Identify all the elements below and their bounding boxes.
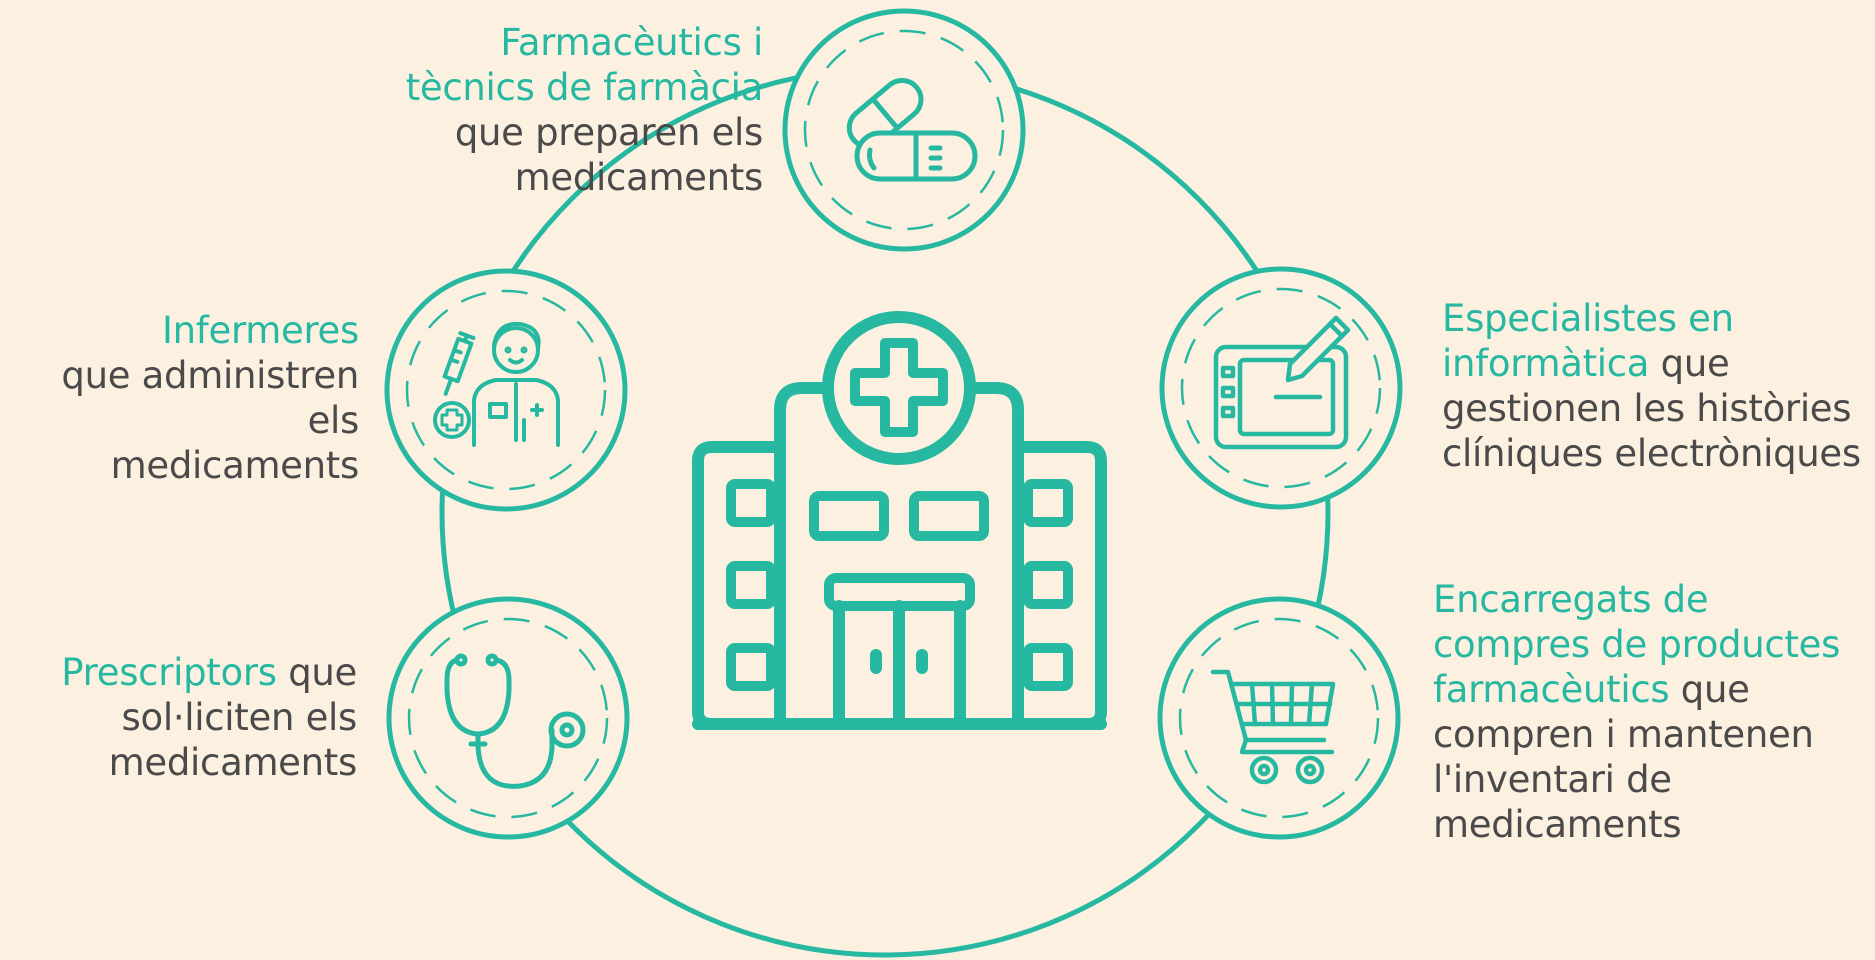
tablet-pen-icon	[1213, 315, 1351, 450]
label-it-text-2: clíniques electròniques	[1442, 432, 1861, 475]
label-prescribers-connector: que	[276, 651, 357, 694]
label-purchasing-line-3: farmacèutics que	[1433, 667, 1840, 712]
label-it-title-1: Especialistes en	[1442, 297, 1734, 340]
label-nurses: Infermeres que administren els medicamen…	[0, 308, 359, 488]
label-pharmacists: Farmacèutics i tècnics de farmàcia que p…	[405, 20, 764, 200]
label-it-text-1: gestionen les històries	[1442, 387, 1852, 430]
label-purchasing-connector: que	[1669, 668, 1750, 711]
label-it-line-2: informàtica que	[1442, 341, 1861, 386]
label-prescribers-title: Prescriptors	[61, 651, 277, 694]
label-nurses-text-1: que administren els	[61, 354, 359, 442]
label-pharmacists-title-1: Farmacèutics i	[500, 21, 763, 64]
label-purchasing: Encarregats de compres de productes farm…	[1433, 577, 1840, 847]
label-purchasing-text-1: compren i mantenen	[1433, 713, 1814, 756]
nurse-icon	[433, 321, 560, 447]
label-purchasing-text-2: l'inventari de	[1433, 758, 1672, 801]
shopping-cart-icon	[1210, 669, 1336, 785]
label-it-specialists: Especialistes en informàtica que gestion…	[1442, 296, 1861, 476]
label-pharmacists-title-2: tècnics de farmàcia	[405, 66, 764, 109]
label-prescribers-line-1: Prescriptors que	[61, 650, 357, 695]
node-it-specialists	[1159, 266, 1403, 510]
label-pharmacists-text-2: medicaments	[514, 156, 764, 199]
node-nurses	[384, 268, 628, 512]
node-pharmacists	[782, 8, 1026, 252]
label-purchasing-title-3: farmacèutics	[1433, 668, 1670, 711]
label-purchasing-title-1: Encarregats de	[1433, 578, 1709, 621]
label-prescribers-text-1: sol·liciten els	[121, 696, 358, 739]
label-nurses-title: Infermeres	[162, 309, 359, 352]
pills-icon	[846, 77, 978, 182]
label-it-title-2: informàtica	[1442, 342, 1650, 385]
stethoscope-icon	[444, 653, 586, 789]
label-prescribers-text-2: medicaments	[108, 741, 358, 784]
hospital-icon	[692, 311, 1107, 730]
label-purchasing-title-2: compres de productes	[1433, 623, 1841, 666]
label-prescribers: Prescriptors que sol·liciten els medicam…	[61, 650, 357, 785]
label-purchasing-text-3: medicaments	[1433, 803, 1682, 846]
label-nurses-text-2: medicaments	[110, 444, 360, 487]
label-it-connector: que	[1649, 342, 1730, 385]
label-pharmacists-text-1: que preparen els	[454, 111, 763, 154]
node-prescribers	[386, 596, 630, 840]
node-purchasing	[1157, 596, 1401, 840]
